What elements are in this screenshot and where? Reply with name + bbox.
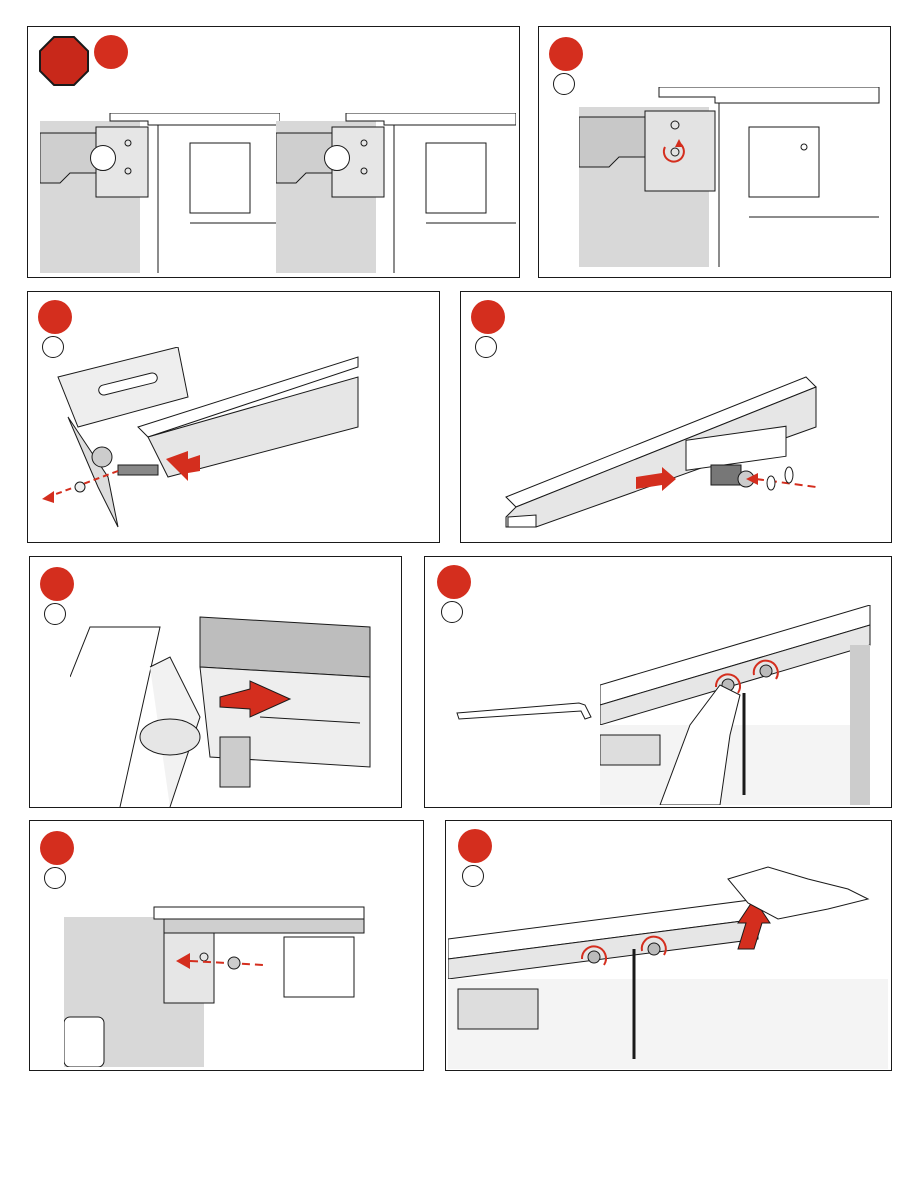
hex-key-icon [455,697,595,737]
step-panel-1 [27,26,520,278]
rail-mount-illustration [64,897,374,1067]
callout-circle-icon [475,336,497,358]
step-number-badge [94,35,128,69]
callout-circle-icon [441,601,463,623]
step-number-badge [38,300,72,334]
bolt-icon [75,482,85,492]
step-number-badge [437,565,471,599]
step-number-badge [40,831,74,865]
callout-circle-icon [90,145,116,171]
step-number-badge [458,829,492,863]
stop-sign-icon [38,35,90,87]
step-panel-8 [445,820,892,1071]
step-panel-7 [29,820,424,1071]
rail-clamp-illustration [38,347,368,537]
rail-final-illustration [448,859,888,1069]
rail-tighten-illustration [600,605,880,805]
step-number-badge [549,37,583,71]
step-panel-5 [29,556,402,808]
callout-circle-icon [324,145,350,171]
bed-rail-illustration-right [276,113,516,273]
rail-profile-illustration [496,367,856,537]
step-panel-4 [460,291,892,543]
step-panel-3 [27,291,440,543]
step-number-badge [40,567,74,601]
callout-circle-icon [44,603,66,625]
step-panel-2 [538,26,891,278]
step-number-badge [471,300,505,334]
rail-slide-illustration [70,607,400,807]
callout-circle-icon [553,73,575,95]
step-panel-6 [424,556,892,808]
callout-circle-icon [44,867,66,889]
bed-rail-bracket-illustration [579,87,889,267]
bolt-icon [228,957,240,969]
bed-rail-illustration-left [40,113,280,273]
